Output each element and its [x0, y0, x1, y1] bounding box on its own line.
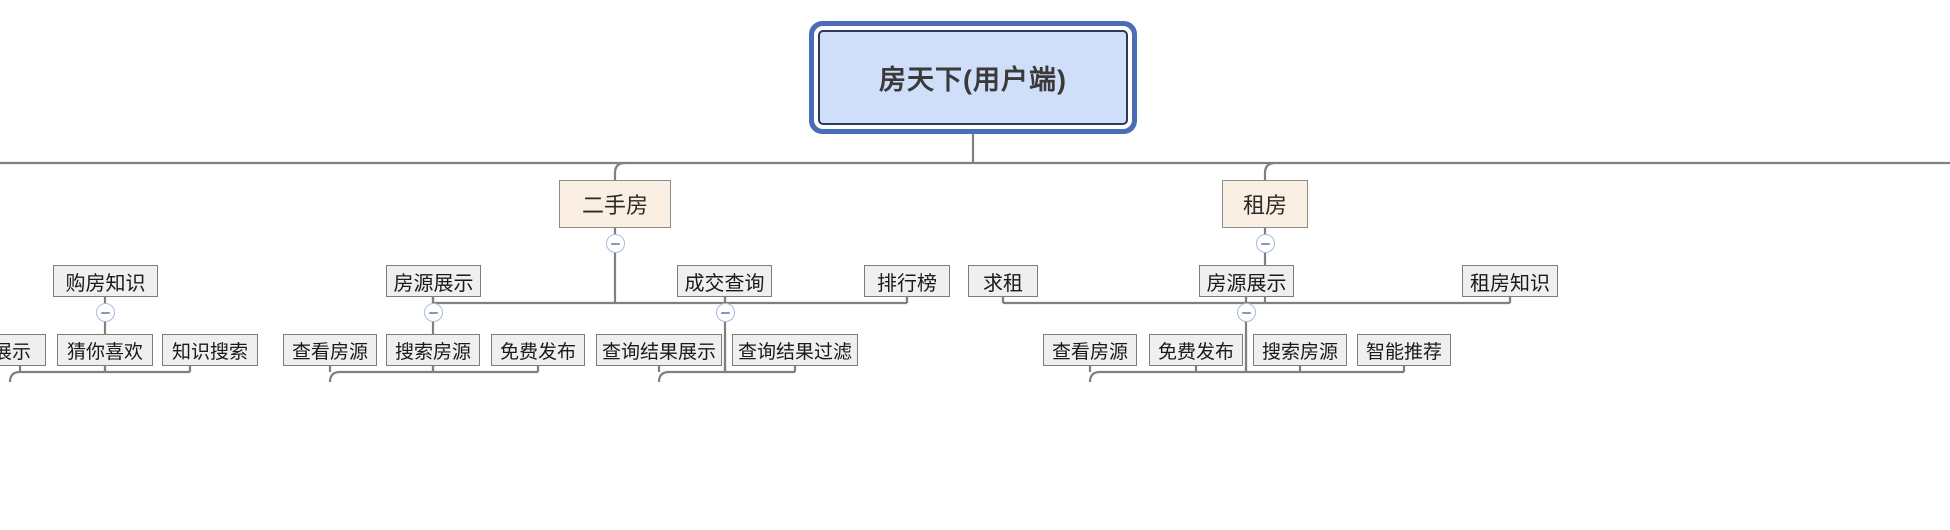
node-mianfei-fabu-ershoufang[interactable]: 免费发布 [491, 334, 585, 366]
node-zhishi-sousuo[interactable]: 知识搜索 [162, 334, 258, 366]
node-fangyuan-zhanshi-ershoufang[interactable]: 房源展示 [386, 265, 481, 297]
minus-bar [1261, 242, 1270, 245]
node-cai-ni-xihuan[interactable]: 猜你喜欢 [57, 334, 153, 366]
node-zufang-label: 租房 [1242, 193, 1287, 218]
node-chaxun-jieguo-zhanshi[interactable]: 查询结果展示 [596, 334, 722, 366]
root-node-fangtianxia-client[interactable]: 房天下(用户端) [818, 30, 1128, 125]
node-chaxun-jieguo-guolv[interactable]: 查询结果过滤 [732, 334, 858, 366]
node-sousuo-fangyuan-zufang[interactable]: 搜索房源 [1253, 334, 1347, 366]
node-chakan-fangyuan-ershoufang-label: 查看房源 [291, 341, 368, 363]
node-sousuo-fangyuan-zufang-label: 搜索房源 [1261, 341, 1338, 363]
minus-bar [611, 242, 620, 245]
node-chakan-fangyuan-ershoufang[interactable]: 查看房源 [283, 334, 377, 366]
minus-circle-collapse-icon-ershoufang[interactable] [606, 234, 625, 253]
node-mianfei-fabu-ershoufang-label: 免费发布 [499, 341, 576, 363]
minus-circle-collapse-icon-chengjiao-chaxun[interactable] [716, 303, 735, 322]
minus-circle-collapse-icon-zufang[interactable] [1256, 234, 1275, 253]
node-zhishi-sousuo-label: 知识搜索 [171, 341, 248, 363]
node-qiuzu-label: 求租 [983, 272, 1023, 295]
node-goufang-zhishi-label: 购房知识 [65, 272, 146, 295]
node-cai-ni-xihuan-label: 猜你喜欢 [66, 341, 143, 363]
node-chengjiao-chaxun-label: 成交查询 [684, 272, 765, 295]
node-ershoufang[interactable]: 二手房 [559, 180, 671, 228]
node-zhanshi[interactable]: 展示 [0, 334, 46, 366]
minus-bar [721, 311, 730, 314]
node-chakan-fangyuan-zufang[interactable]: 查看房源 [1043, 334, 1137, 366]
node-mianfei-fabu-zufang[interactable]: 免费发布 [1149, 334, 1243, 366]
node-mianfei-fabu-zufang-label: 免费发布 [1157, 341, 1234, 363]
minus-circle-collapse-icon-goufang-zhishi[interactable] [96, 303, 115, 322]
node-chengjiao-chaxun[interactable]: 成交查询 [677, 265, 772, 297]
node-chaxun-jieguo-guolv-label: 查询结果过滤 [737, 341, 852, 363]
minus-bar [1242, 311, 1251, 314]
node-fangyuan-zhanshi-ershoufang-label: 房源展示 [393, 272, 474, 295]
minus-bar [429, 311, 438, 314]
node-sousuo-fangyuan-ershoufang[interactable]: 搜索房源 [386, 334, 480, 366]
root-node-label: 房天下(用户端) [879, 65, 1067, 95]
node-fangyuan-zhanshi-zufang[interactable]: 房源展示 [1199, 265, 1294, 297]
node-goufang-zhishi[interactable]: 购房知识 [53, 265, 158, 297]
node-qiuzu[interactable]: 求租 [968, 265, 1038, 297]
node-zufang-zhishi[interactable]: 租房知识 [1462, 265, 1558, 297]
minus-circle-collapse-icon-fangyuan-zhanshi-ershoufang[interactable] [424, 303, 443, 322]
node-paihangbang-label: 排行榜 [877, 272, 937, 295]
node-fangyuan-zhanshi-zufang-label: 房源展示 [1206, 272, 1287, 295]
node-zhineng-tuijian-label: 智能推荐 [1365, 341, 1442, 363]
node-sousuo-fangyuan-ershoufang-label: 搜索房源 [394, 341, 471, 363]
node-zufang-zhishi-label: 租房知识 [1470, 272, 1550, 295]
minus-bar [101, 311, 110, 314]
node-zufang[interactable]: 租房 [1222, 180, 1308, 228]
node-zhineng-tuijian[interactable]: 智能推荐 [1357, 334, 1451, 366]
minus-circle-collapse-icon-fangyuan-zhanshi-zufang[interactable] [1237, 303, 1256, 322]
node-chaxun-jieguo-zhanshi-label: 查询结果展示 [601, 341, 716, 363]
node-paihangbang[interactable]: 排行榜 [864, 265, 950, 297]
node-zhanshi-label: 展示 [0, 341, 31, 363]
node-ershoufang-label: 二手房 [581, 193, 648, 218]
node-chakan-fangyuan-zufang-label: 查看房源 [1051, 341, 1128, 363]
